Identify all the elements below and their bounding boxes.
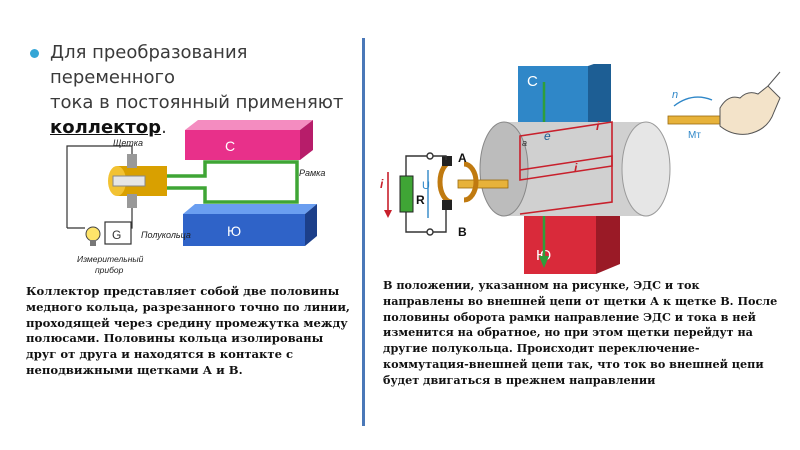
outer-current-arrow-head [384,210,392,218]
emf-label: e [544,129,551,143]
south-pole-left: Ю [183,204,317,246]
heading-bullet: Для преобразования переменного тока в по… [30,40,360,140]
heading-keyword: коллектор [50,117,162,138]
external-circuit-right [405,152,447,236]
vertical-divider [362,38,365,426]
resistor [399,175,414,213]
armature-cylinder [479,121,671,217]
heading-line-1: Для преобразования переменного [50,42,248,88]
meter-label-1: Измерительный [77,254,144,264]
frame-current-bottom: i [574,161,578,175]
brush-commutator-left [108,154,167,208]
voltage-label: U [422,180,430,192]
shaft-left [457,179,509,189]
north-pole-left-label: С [225,138,235,154]
corner-a-label: a [522,138,527,148]
field-arrow [539,256,549,268]
commutation-description: В положении, указанном на рисунке, ЭДС и… [383,278,778,387]
generator-diagram-right: С Ю i i e a [380,64,781,274]
north-pole-left: С [185,120,313,160]
torque-label: Мт [688,130,701,141]
hand-icon [719,71,781,135]
heading-text: Для преобразования переменного тока в по… [50,40,360,140]
frame-label: Рамка [299,168,325,178]
outer-current-label: i [380,177,384,191]
rotation-label: n [672,89,678,101]
brush-a-label: А [458,151,467,165]
commutator-right [437,156,479,210]
frame-wire [159,160,299,204]
frame-loop-right [519,121,613,215]
commutator-description: Коллектор представляет собой две половин… [26,284,350,377]
heading-period: . [161,117,167,138]
frame-current-top: i [596,119,600,133]
meter-label-2: прибор [95,265,124,275]
brush-label: Щетка [113,138,143,148]
brush-b-label: В [458,225,467,239]
commutator-diagram-left: С Ю [66,120,325,275]
meter-letter: G [112,228,121,242]
resistor-label: R [416,193,425,207]
rotation-arrow [673,96,713,107]
bullet-dot [30,49,39,58]
north-pole-right-label: С [527,73,538,90]
half-ring-label: Полукольца [141,230,191,240]
south-pole-left-label: Ю [227,223,241,239]
shaft-right [667,115,721,125]
heading-line-2: тока в постоянный применяют [50,92,344,113]
meter-icon: G [104,221,132,245]
lamp-icon [85,226,101,246]
